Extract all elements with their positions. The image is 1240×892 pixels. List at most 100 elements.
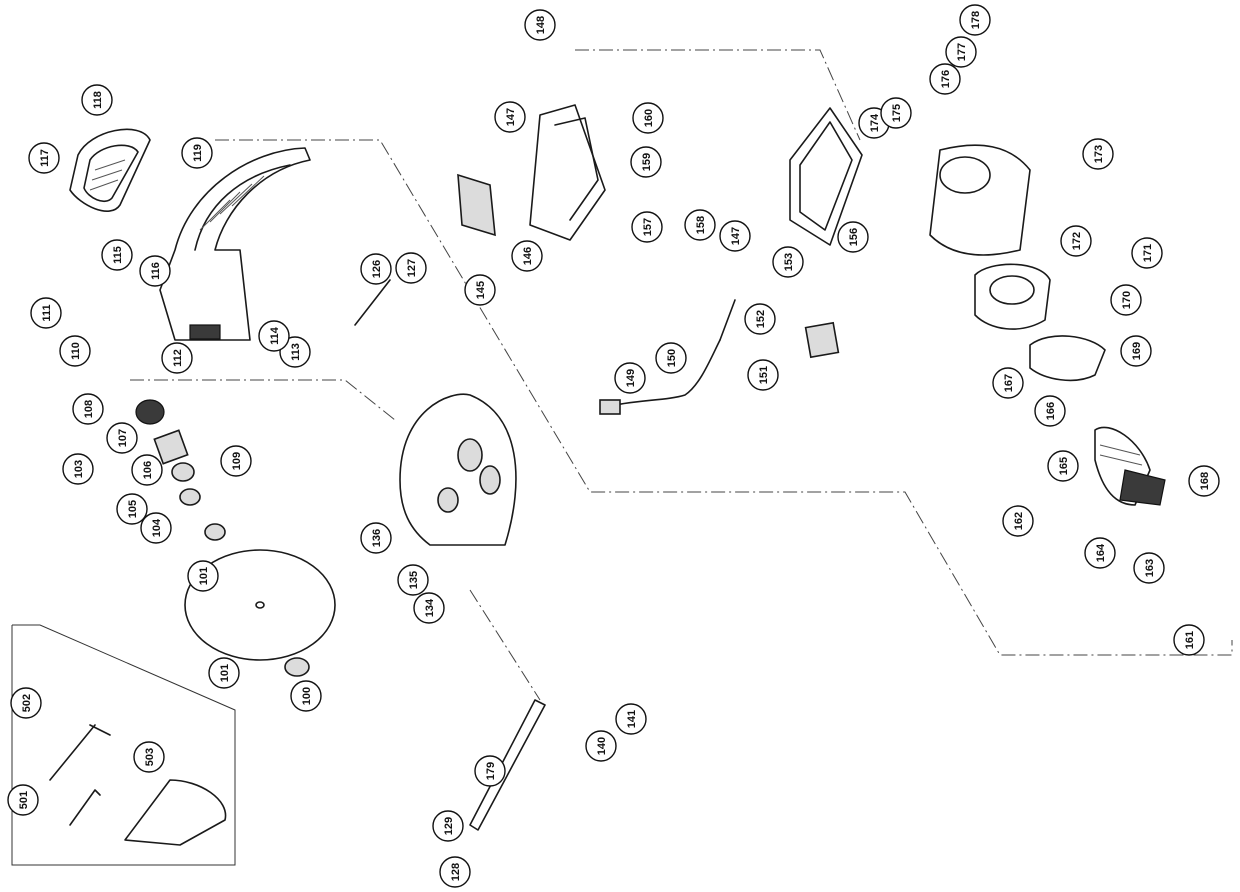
callout-circle [945, 36, 977, 68]
callout-number: 169 [1131, 342, 1143, 360]
part-callout-127: 127 [395, 252, 427, 284]
callout-number: 170 [1121, 291, 1133, 309]
part-callout-153: 153 [772, 246, 804, 278]
callout-circle [181, 137, 213, 169]
part-callout-140: 140 [585, 730, 617, 762]
callout-number: 172 [1071, 232, 1083, 250]
callout-number: 176 [940, 70, 952, 88]
callout-number: 145 [475, 281, 487, 299]
part-callout-169: 169 [1120, 335, 1152, 367]
washer [179, 488, 201, 506]
callout-circle [106, 422, 138, 454]
callout-circle [1084, 537, 1116, 569]
part-callout-177: 177 [945, 36, 977, 68]
callout-number: 158 [695, 216, 707, 234]
callout-circle [1034, 395, 1066, 427]
part-callout-106: 106 [131, 454, 163, 486]
callout-number: 163 [1144, 559, 1156, 577]
part-callout-162: 162 [1002, 505, 1034, 537]
callout-circle [139, 255, 171, 287]
part-callout-114: 114 [258, 320, 290, 352]
callout-number: 140 [596, 737, 608, 755]
part-callout-128: 128 [439, 856, 471, 888]
part-callout-170: 170 [1110, 284, 1142, 316]
part-callout-161: 161 [1173, 624, 1205, 656]
part-callout-101: 101 [187, 560, 219, 592]
callout-circle [1002, 505, 1034, 537]
callout-circle [208, 657, 240, 689]
callout-number: 127 [406, 259, 418, 277]
inner-flange [204, 523, 226, 541]
callout-circle [290, 680, 322, 712]
callout-number: 126 [371, 260, 383, 278]
callout-number: 168 [1199, 472, 1211, 490]
part-callout-103: 103 [62, 453, 94, 485]
part-callout-146: 146 [511, 240, 543, 272]
callout-circle [360, 253, 392, 285]
handle-cover [529, 104, 606, 241]
part-callout-167: 167 [992, 367, 1024, 399]
callout-number: 134 [424, 598, 436, 617]
callout-circle [28, 142, 60, 174]
callout-number: 165 [1058, 457, 1070, 475]
part-callout-168: 168 [1188, 465, 1220, 497]
callout-number: 104 [151, 518, 163, 537]
callout-circle [10, 687, 42, 719]
part-callout-147: 147 [719, 220, 751, 252]
callout-circle [1120, 335, 1152, 367]
assembly-line-blade-guard [215, 139, 1233, 656]
callout-number: 174 [869, 113, 881, 132]
callout-circle [1060, 225, 1092, 257]
callout-number: 152 [755, 310, 767, 328]
callout-circle [140, 512, 172, 544]
callout-number: 136 [371, 529, 383, 547]
callout-number: 501 [18, 791, 30, 809]
part-callout-160: 160 [632, 102, 664, 134]
callout-circle [59, 335, 91, 367]
part-callout-164: 164 [1084, 537, 1116, 569]
part-callout-501: 501 [7, 784, 39, 816]
callout-number: 103 [73, 460, 85, 478]
callout-number: 167 [1003, 374, 1015, 392]
part-callout-151: 151 [747, 359, 779, 391]
handle-grip [69, 128, 151, 212]
callout-circle [719, 220, 751, 252]
saw-blade [184, 549, 336, 661]
callout-number: 161 [1184, 631, 1196, 649]
callout-number: 173 [1093, 145, 1105, 163]
part-callout-158: 158 [684, 209, 716, 241]
part-callout-503: 503 [133, 741, 165, 773]
part-callout-107: 107 [106, 422, 138, 454]
callout-circle [220, 445, 252, 477]
callout-number: 503 [144, 748, 156, 766]
armature [1094, 426, 1166, 506]
callout-number: 151 [758, 366, 770, 384]
callout-circle [131, 454, 163, 486]
callout-circle [747, 359, 779, 391]
part-callout-176: 176 [929, 63, 961, 95]
part-callout-148: 148 [524, 9, 556, 41]
part-callout-163: 163 [1133, 552, 1165, 584]
callout-circle [258, 320, 290, 352]
part-callout-135: 135 [397, 564, 429, 596]
callout-circle [360, 522, 392, 554]
power-cord [614, 339, 721, 406]
callout-number: 153 [783, 253, 795, 271]
callout-number: 135 [408, 571, 420, 589]
callout-number: 107 [117, 429, 129, 447]
callout-circle [1131, 237, 1163, 269]
callout-circle [524, 9, 556, 41]
part-callout-150: 150 [655, 342, 687, 374]
callout-number: 149 [625, 369, 637, 387]
motor-housing [929, 144, 1031, 256]
part-callout-145: 145 [464, 274, 496, 306]
lower-blade-guard [399, 393, 517, 546]
part-callout-109: 109 [220, 445, 252, 477]
part-callout-152: 152 [744, 303, 776, 335]
callout-circle [464, 274, 496, 306]
field-coil [974, 263, 1051, 330]
nameplate [457, 173, 496, 237]
callout-number: 115 [112, 246, 124, 264]
